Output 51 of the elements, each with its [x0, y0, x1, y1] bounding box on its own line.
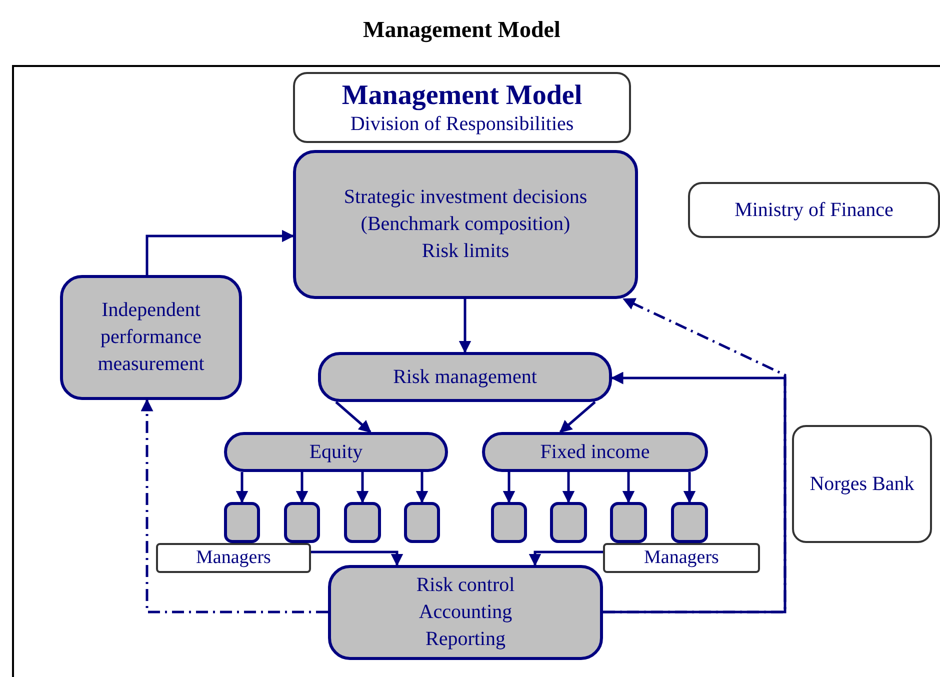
process-box — [318, 352, 612, 402]
arrow — [236, 472, 248, 504]
unit-box — [491, 502, 527, 543]
arrow — [458, 299, 472, 354]
dashed-arrow — [603, 298, 786, 614]
entity-box — [792, 425, 932, 543]
header-title: Management Model — [340, 80, 584, 112]
unit-box — [550, 502, 587, 543]
box-label: Equity — [308, 440, 364, 464]
unit-box — [610, 502, 647, 543]
box-label: Independent performance measurement — [96, 298, 206, 377]
arrow — [559, 401, 596, 433]
entity-box — [688, 182, 940, 238]
arrow — [296, 472, 308, 504]
arrow — [622, 472, 635, 504]
arrow — [311, 550, 404, 566]
arrow — [562, 472, 575, 504]
box-label: Risk control — [415, 573, 516, 598]
label-box — [156, 543, 311, 573]
label-box — [603, 543, 760, 573]
box-label: Risk management — [392, 364, 538, 390]
box-label: Managers — [643, 547, 720, 569]
unit-box — [344, 502, 381, 543]
unit-box — [671, 502, 708, 543]
process-box — [60, 275, 242, 400]
diagram-title: Management Model — [363, 16, 560, 44]
box-label: Managers — [195, 547, 272, 569]
unit-box — [224, 502, 260, 543]
arrow — [528, 550, 603, 566]
arrow — [146, 230, 294, 275]
box-label: Risk limits — [420, 239, 510, 264]
box-label: Accounting — [418, 600, 514, 625]
arrow — [683, 472, 696, 504]
box-label: Norges Bank — [808, 472, 916, 496]
process-box — [293, 150, 638, 299]
header-subtitle: Division of Responsibilities — [349, 112, 575, 136]
process-box — [224, 432, 448, 472]
box-label: Reporting — [424, 627, 506, 652]
box-label: Ministry of Finance — [734, 198, 894, 222]
arrow — [356, 472, 369, 504]
dashed-arrow — [140, 398, 328, 614]
arrow — [502, 472, 516, 504]
box-label: Strategic investment decisions (Benchmark composition) — [342, 185, 588, 237]
unit-box — [404, 502, 440, 543]
header-box — [293, 72, 631, 143]
arrow — [416, 472, 428, 504]
box-label: Fixed income — [539, 440, 651, 464]
process-box — [482, 432, 708, 472]
arrow — [335, 401, 372, 433]
unit-box — [284, 502, 320, 543]
process-box — [328, 565, 603, 660]
